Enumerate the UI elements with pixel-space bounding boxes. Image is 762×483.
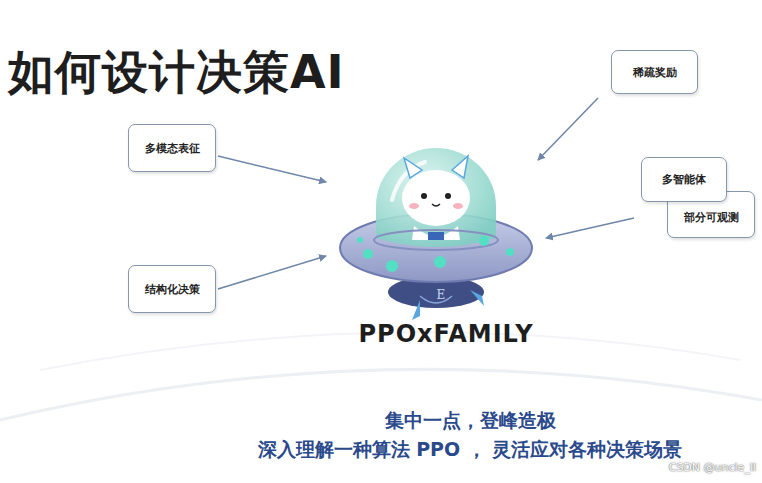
concept-box: 稀疏奖励 [611,50,698,94]
watermark: CSDN @uncle_ll [669,461,756,474]
concept-box: 结构化决策 [128,265,216,313]
brand-name: PPOxFAMILY [358,320,533,348]
slogan: 深入理解一种算法 PPO ， 灵活应对各种决策场景 [258,437,683,463]
concept-box: 多智能体 [641,157,727,202]
box-label: 部分可观测 [684,210,739,225]
concept-box: 多模态表征 [128,124,216,172]
ufo-letter: E [437,288,446,302]
box-label: 稀疏奖励 [633,65,677,80]
page-title: 如何设计决策AI [8,42,345,104]
pointer-arrows [218,98,634,289]
box-label: 结构化决策 [145,282,200,297]
ufo-cat [340,148,532,320]
box-label: 多模态表征 [145,141,200,156]
box-label: 多智能体 [662,172,706,187]
slogan: 集中一点，登峰造极 [385,408,556,434]
